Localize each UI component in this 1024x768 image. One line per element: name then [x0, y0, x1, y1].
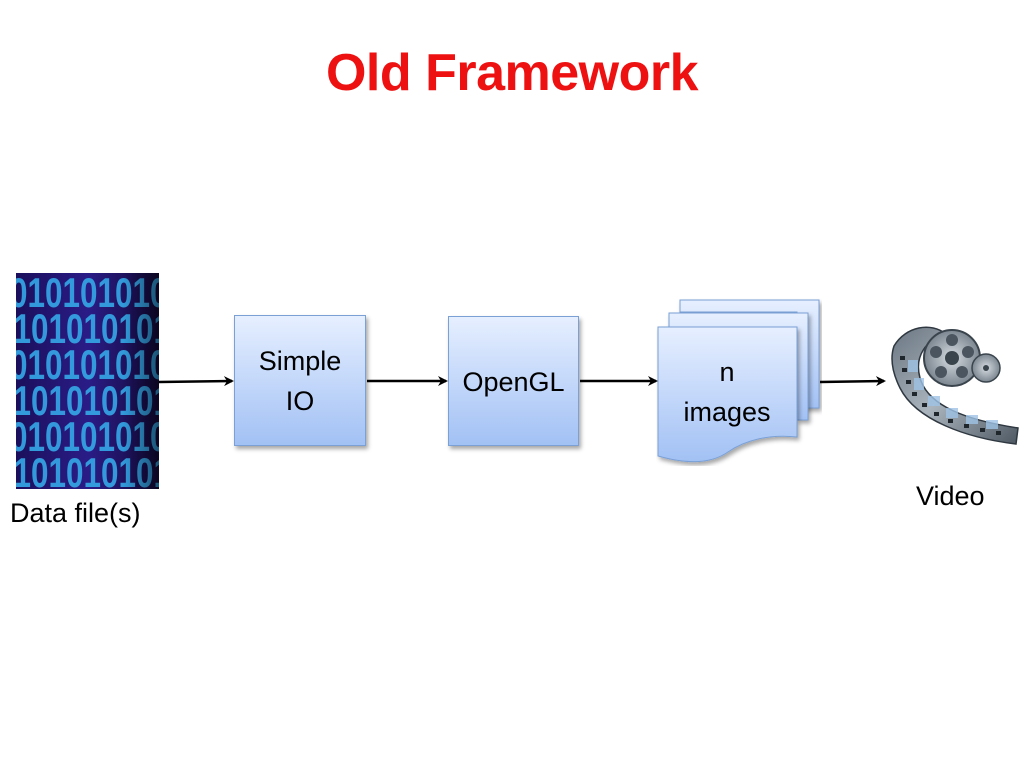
images-label: n images — [683, 357, 771, 427]
arrow-images-to-video — [819, 376, 886, 387]
data-files-caption: Data file(s) — [10, 498, 141, 528]
simple-io-box: Simple IO — [234, 315, 366, 446]
opengl-label: OpenGL — [462, 367, 565, 397]
film-reel-icon — [891, 326, 1019, 445]
slide-title: Old Framework — [325, 44, 699, 102]
binary-data-graphic: 0101010101010101010101010101010101010101… — [16, 273, 159, 489]
binary-data-image: 0101010101010101010101010101010101010101… — [16, 273, 159, 489]
images-multidocument-shape — [657, 299, 820, 463]
arrow-data-to-simple-io — [158, 376, 234, 387]
video-caption: Video — [916, 481, 985, 511]
simple-io-label: Simple IO — [258, 345, 342, 416]
opengl-box: OpenGL — [448, 316, 579, 446]
